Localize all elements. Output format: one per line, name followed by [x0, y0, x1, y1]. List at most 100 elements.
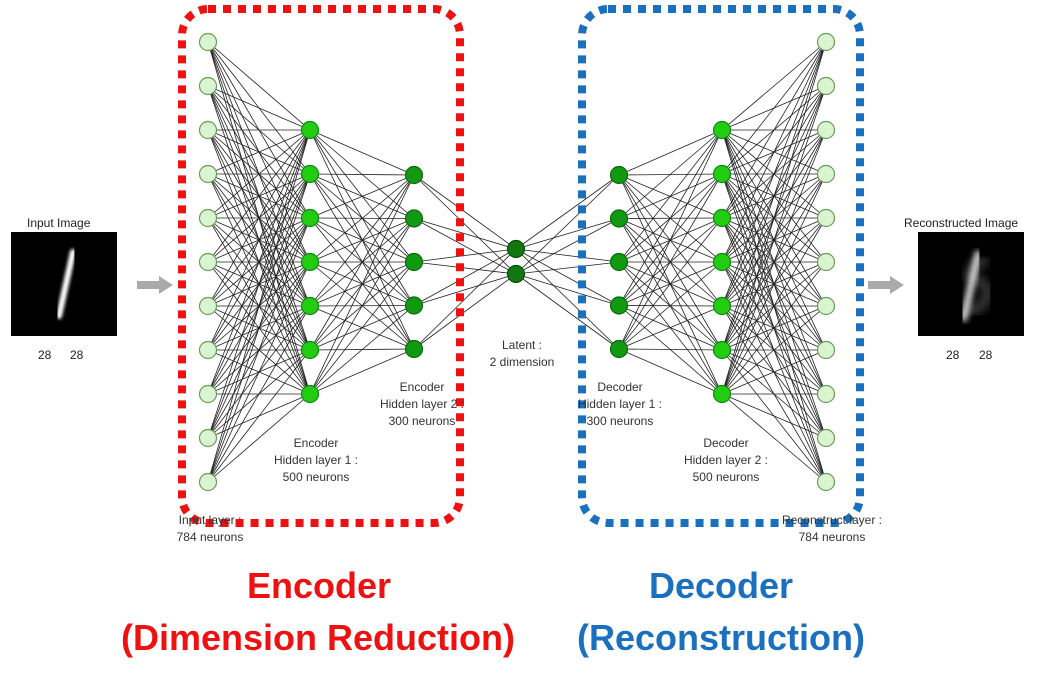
latent-label: Latent : 2 dimension	[472, 337, 572, 371]
connection-edge	[309, 305, 415, 395]
input-neuron	[198, 120, 218, 140]
connection-edge	[309, 129, 415, 176]
output-neuron	[816, 252, 836, 272]
connection-edge	[618, 129, 723, 350]
enc-hidden2-label-line1: Encoder	[399, 380, 445, 394]
connection-edge	[618, 261, 723, 350]
group-boxes	[178, 5, 864, 527]
connection-edge	[207, 129, 311, 307]
connection-edge	[515, 248, 620, 306]
enc-hidden2-label-line2: Hidden layer 2 :	[379, 397, 465, 411]
enc-hidden1-label-line3: 500 neurons	[282, 470, 350, 484]
enc-hidden1-label-line1: Encoder	[293, 436, 339, 450]
connection-edge	[207, 129, 311, 439]
connection-edge	[309, 261, 415, 395]
connection-edge	[207, 261, 311, 483]
dec-hidden1-neuron	[609, 296, 629, 315]
connection-edge	[618, 217, 723, 350]
connection-edge	[721, 129, 827, 395]
connection-edge	[721, 41, 827, 131]
connection-edge	[515, 218, 620, 250]
connection-edge	[515, 174, 620, 275]
dec-hidden1-label-line3: 300 neurons	[586, 414, 654, 428]
output-neuron	[816, 472, 836, 492]
dec-hidden2-neuron	[712, 164, 732, 184]
connection-edge	[721, 217, 827, 395]
encoder-subtitle: (Dimension Reduction)	[121, 617, 515, 658]
dec-hidden1-neuron	[609, 165, 629, 185]
connection-edge	[721, 41, 827, 395]
neuron-layer	[198, 32, 836, 492]
enc-hidden2-neuron	[404, 165, 424, 185]
input-neuron	[198, 472, 218, 492]
connection-edge	[207, 393, 311, 483]
digit-one-glyph	[56, 249, 76, 319]
input-layer-label-line2: 784 neurons	[176, 530, 244, 544]
connection-edge	[721, 393, 827, 483]
enc-hidden1-neuron	[300, 120, 320, 140]
connection-edge	[515, 273, 620, 306]
connection-edge	[207, 129, 311, 483]
input-layer-label: Input layer : 784 neurons	[160, 512, 260, 546]
enc-hidden2-label-line3: 300 neurons	[388, 414, 456, 428]
connection-edge	[413, 273, 517, 306]
dec-hidden2-neuron	[712, 296, 732, 316]
enc-hidden1-label: Encoder Hidden layer 1 : 500 neurons	[256, 435, 376, 486]
dec-hidden2-label-line3: 500 neurons	[692, 470, 760, 484]
connection-edge	[207, 129, 311, 219]
connection-edge	[309, 174, 415, 351]
input-neuron	[198, 32, 218, 52]
latent-neuron	[506, 264, 526, 284]
enc-hidden2-neuron	[404, 209, 424, 228]
connection-edge	[515, 248, 620, 263]
input-image-caption: Input Image	[27, 216, 91, 230]
connection-edge	[515, 261, 620, 275]
enc-hidden1-neuron	[300, 384, 320, 404]
encoder-dotted-box	[178, 5, 464, 527]
connection-edge	[207, 173, 311, 483]
output-layer-label-line2: 784 neurons	[798, 530, 866, 544]
connection-edge	[413, 218, 517, 275]
connection-edge	[721, 173, 827, 395]
connection-edge	[309, 174, 415, 263]
reconstructed-digit-glyph	[960, 250, 992, 322]
connection-edge	[618, 305, 723, 350]
connection-edge	[721, 261, 827, 395]
connection-edge	[413, 273, 517, 350]
connection-edge	[207, 129, 311, 395]
dec-hidden2-neuron	[712, 208, 732, 228]
connection-edge	[309, 174, 415, 395]
connection-edge	[618, 129, 723, 219]
output-neuron	[816, 208, 836, 228]
input-neuron	[198, 428, 218, 448]
dec-hidden2-label-line1: Decoder	[703, 436, 749, 450]
output-dim-a: 28	[946, 348, 960, 362]
connection-edge	[721, 393, 827, 439]
input-layer-label-line1: Input layer :	[178, 513, 242, 527]
connection-edge	[413, 218, 517, 250]
input-neuron	[198, 296, 218, 316]
dec-hidden2-neuron	[712, 340, 732, 360]
input-neuron	[198, 340, 218, 360]
output-neuron	[816, 164, 836, 184]
input-neuron	[198, 164, 218, 184]
connection-edge	[309, 174, 415, 219]
output-neuron	[816, 428, 836, 448]
connection-edge	[515, 273, 620, 350]
connection-edge	[413, 174, 517, 250]
output-neuron	[816, 120, 836, 140]
connection-edge	[207, 129, 311, 263]
connection-edge	[721, 41, 827, 263]
connection-edge	[618, 348, 723, 351]
dec-hidden2-label-line2: Hidden layer 2 :	[683, 453, 769, 467]
connection-edge	[721, 41, 827, 219]
output-layer-label-line1: Reconstruct layer :	[781, 513, 883, 527]
connection-edge	[413, 248, 517, 263]
input-dim-b: 28	[70, 348, 84, 362]
dec-hidden2-neuron	[712, 120, 732, 140]
latent-label-line1: Latent :	[501, 338, 543, 352]
enc-hidden2-neuron	[404, 339, 424, 359]
connection-edge	[721, 305, 827, 395]
enc-hidden1-neuron	[300, 296, 320, 316]
